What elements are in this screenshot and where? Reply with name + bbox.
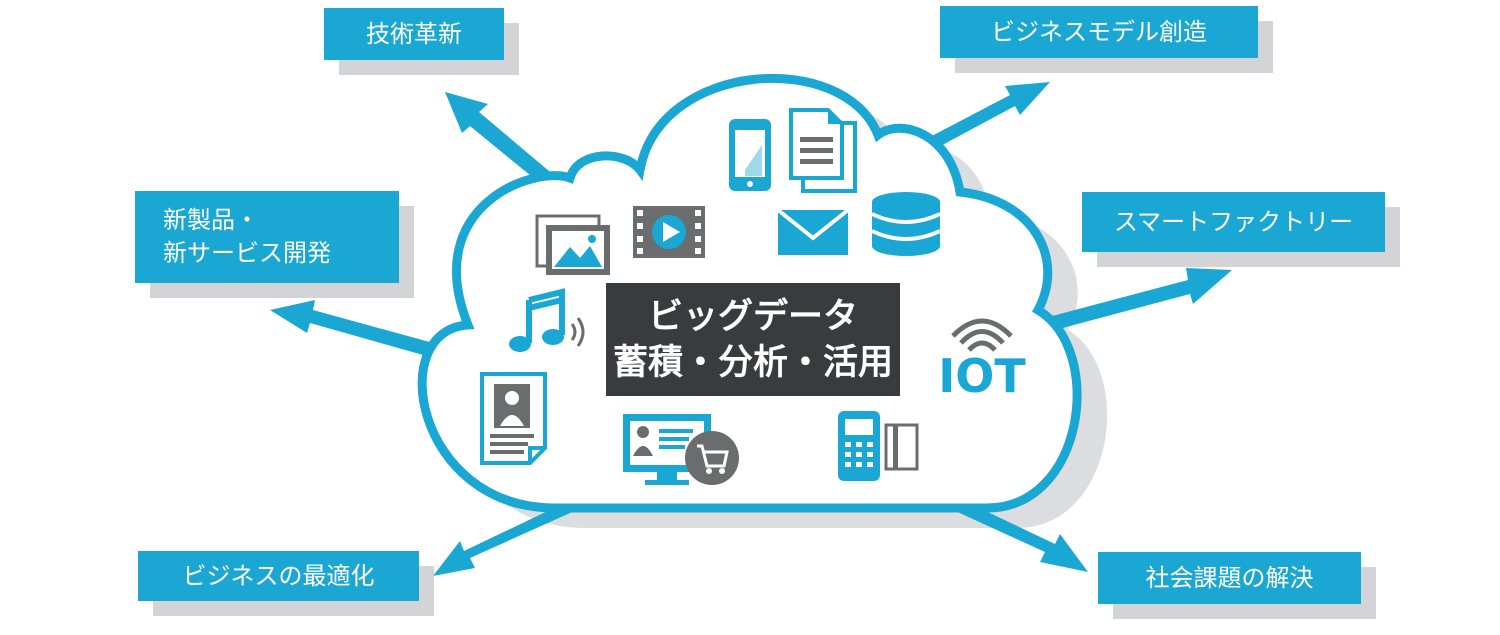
arrow-factory bbox=[1022, 268, 1232, 338]
iot-icon-text: IOT bbox=[938, 349, 1026, 403]
video-icon bbox=[633, 206, 705, 258]
label-new-product: 新製品・ 新サービス開発 bbox=[135, 191, 399, 283]
label-new-product-line1: 新製品・ bbox=[163, 206, 259, 234]
label-new-product-line2: 新サービス開発 bbox=[163, 239, 331, 267]
profile-card-icon bbox=[480, 372, 547, 465]
label-tech: 技術革新 bbox=[324, 8, 504, 60]
smartphone-icon bbox=[729, 119, 771, 191]
label-social-text: 社会課題の解決 bbox=[1145, 563, 1314, 592]
arrow-new-product bbox=[270, 300, 466, 366]
ecommerce-monitor-icon bbox=[623, 414, 739, 485]
label-optimize: ビジネスの最適化 bbox=[138, 551, 419, 601]
arrow-tech bbox=[445, 92, 562, 194]
center-title-line2: 蓄積・分析・活用 bbox=[612, 342, 893, 383]
label-bizmodel-text: ビジネスモデル創造 bbox=[991, 17, 1207, 46]
label-social: 社会課題の解決 bbox=[1098, 552, 1361, 604]
center-title-line1: ビッグデータ bbox=[647, 296, 858, 337]
database-icon bbox=[871, 192, 941, 256]
center-title-box: ビッグデータ 蓄積・分析・活用 bbox=[606, 283, 900, 396]
documents-icon bbox=[789, 108, 857, 193]
photo-icon bbox=[535, 214, 610, 275]
iot-icon: IOT bbox=[938, 318, 1026, 403]
label-factory-text: スマートファクトリー bbox=[1113, 207, 1354, 236]
payment-terminal-icon bbox=[838, 411, 919, 481]
label-tech-text: 技術革新 bbox=[366, 19, 462, 48]
label-bizmodel: ビジネスモデル創造 bbox=[940, 6, 1258, 58]
mail-icon bbox=[776, 208, 850, 255]
label-optimize-text: ビジネスの最適化 bbox=[182, 561, 375, 590]
music-icon bbox=[509, 288, 585, 352]
label-factory: スマートファクトリー bbox=[1082, 192, 1385, 252]
